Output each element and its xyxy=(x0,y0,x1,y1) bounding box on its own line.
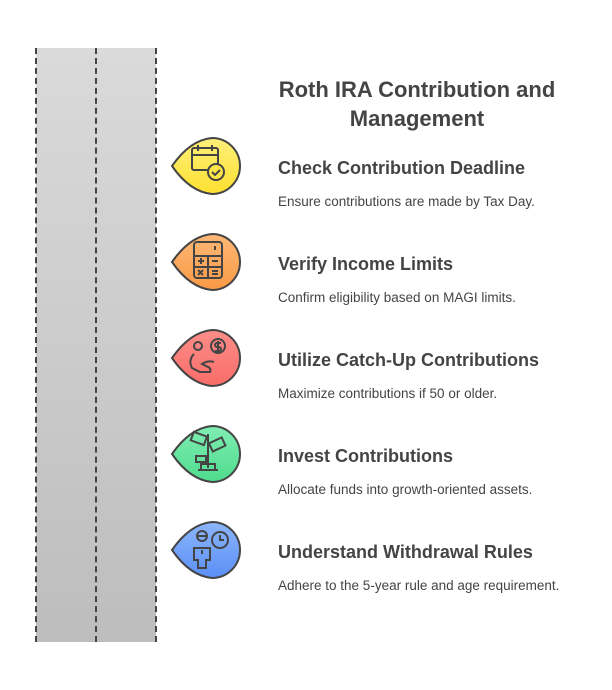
calendar-check-icon xyxy=(170,136,241,196)
road-center-line xyxy=(95,48,97,642)
step-catch-up-contributions: Utilize Catch-Up Contributions Maximize … xyxy=(278,350,578,402)
money-plant-icon xyxy=(170,424,241,484)
step-heading: Understand Withdrawal Rules xyxy=(278,542,533,562)
step-invest-contributions: Invest Contributions Allocate funds into… xyxy=(278,446,578,498)
road-edge-right xyxy=(155,48,157,642)
step-heading: Verify Income Limits xyxy=(278,254,454,274)
calculator-icon xyxy=(170,232,241,292)
step-description: Ensure contributions are made by Tax Day… xyxy=(278,194,535,209)
step-description: Confirm eligibility based on MAGI limits… xyxy=(278,290,516,305)
step-verify-income-limits: Verify Income Limits Confirm eligibility… xyxy=(278,254,578,306)
step-heading: Check Contribution Deadline xyxy=(278,158,526,178)
step-withdrawal-rules: Understand Withdrawal Rules Adhere to th… xyxy=(278,542,568,594)
person-money-icon xyxy=(170,328,241,388)
step-description: Maximize contributions if 50 or older. xyxy=(278,386,498,401)
step-description: Adhere to the 5-year rule and age requir… xyxy=(278,578,560,593)
step-heading: Invest Contributions xyxy=(278,446,453,466)
step-description: Allocate funds into growth-oriented asse… xyxy=(278,482,533,497)
step-check-contribution-deadline: Check Contribution Deadline Ensure contr… xyxy=(278,158,578,210)
person-clock-icon xyxy=(170,520,241,580)
page-title: Roth IRA Contribution and Management xyxy=(278,77,556,131)
step-heading: Utilize Catch-Up Contributions xyxy=(278,350,539,370)
road-edge-left xyxy=(35,48,37,642)
